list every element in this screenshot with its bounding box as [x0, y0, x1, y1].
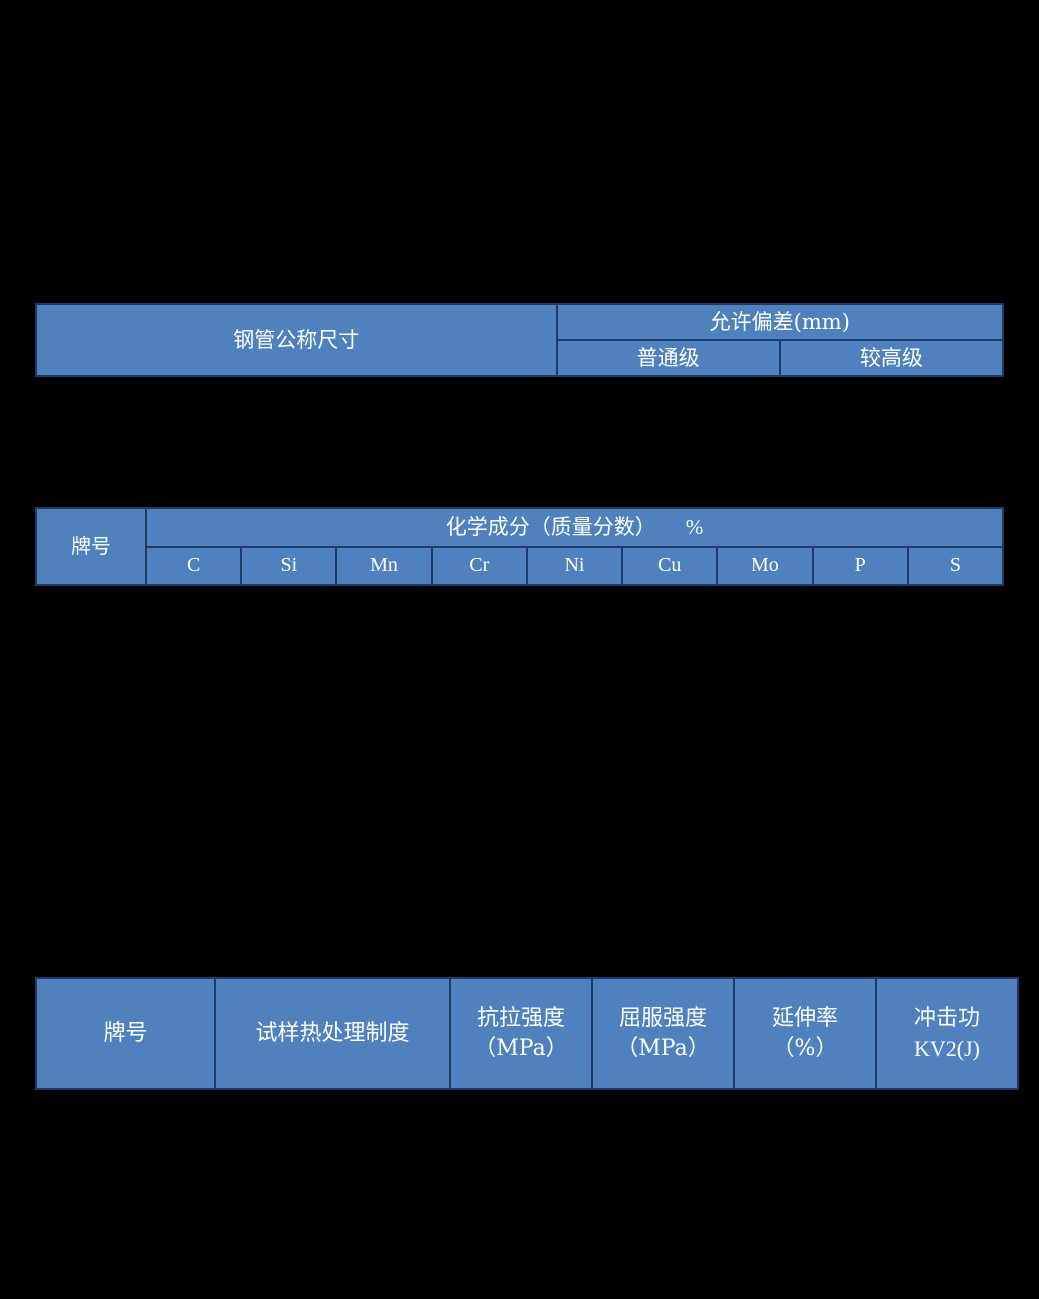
impact-energy-header: 冲击功 KV2(J) — [875, 977, 1019, 1090]
elongation-header-line1: 延伸率 — [771, 1005, 838, 1031]
tensile-strength-header-unit: （MPa） — [474, 1035, 568, 1061]
element-header-s: S — [906, 546, 1005, 586]
element-header-ni: Ni — [525, 546, 624, 586]
grade-header-line1: 牌号 — [103, 1020, 148, 1046]
yield-strength-header-unit: （MPa） — [616, 1035, 710, 1061]
elongation-header: 延伸率 （%） — [733, 977, 877, 1090]
dimension-tolerance-table: 钢管公称尺寸 允许偏差(mm) 普通级 较高级 — [35, 303, 1005, 377]
mechanical-properties-table: 牌号 试样热处理制度 抗拉强度 （MPa） 屈服强度 （MPa） 延伸率 （%） — [35, 977, 1019, 1090]
nominal-size-header: 钢管公称尺寸 — [35, 303, 558, 377]
element-header-cu: Cu — [621, 546, 719, 586]
grade-ordinary-header: 普通级 — [555, 339, 781, 377]
element-header-c: C — [144, 546, 243, 586]
element-header-p: P — [811, 546, 909, 586]
allowable-deviation-header: 允许偏差(mm) — [555, 303, 1005, 341]
element-header-si: Si — [240, 546, 338, 586]
element-header-cr: Cr — [430, 546, 528, 586]
composition-label: 化学成分（质量分数） — [445, 515, 656, 540]
grade-higher-header: 较高级 — [778, 339, 1005, 377]
yield-strength-header: 屈服强度 （MPa） — [591, 977, 735, 1090]
table-row: 钢管公称尺寸 允许偏差(mm) — [35, 303, 1005, 377]
grade-header: 牌号 — [35, 507, 147, 586]
grade-header: 牌号 — [35, 977, 216, 1090]
element-header-mn: Mn — [335, 546, 433, 586]
elongation-header-unit: （%） — [772, 1035, 838, 1061]
tensile-strength-header: 抗拉强度 （MPa） — [449, 977, 593, 1090]
impact-energy-header-unit: KV2(J) — [914, 1035, 980, 1061]
chemical-composition-table: 牌号 化学成分（质量分数）% C Si Mn Cr Ni Cu Mo P S — [35, 506, 1005, 586]
yield-strength-header-line1: 屈服强度 — [618, 1005, 707, 1031]
tensile-strength-header-line1: 抗拉强度 — [476, 1005, 565, 1031]
impact-energy-header-line1: 冲击功 — [913, 1005, 980, 1031]
table-row: C Si Mn Cr Ni Cu Mo P S — [36, 546, 1005, 586]
chemical-composition-header: 化学成分（质量分数）% — [145, 506, 1004, 549]
composition-unit: % — [685, 515, 704, 540]
table-row: 牌号 试样热处理制度 抗拉强度 （MPa） 屈服强度 （MPa） 延伸率 （%） — [35, 977, 1019, 1090]
table-row: 牌号 化学成分（质量分数）% — [35, 506, 1004, 586]
heat-treatment-header-line1: 试样热处理制度 — [255, 1020, 410, 1046]
heat-treatment-header: 试样热处理制度 — [214, 977, 451, 1090]
table-row: 普通级 较高级 — [36, 339, 1005, 377]
element-header-mo: Mo — [716, 546, 814, 586]
